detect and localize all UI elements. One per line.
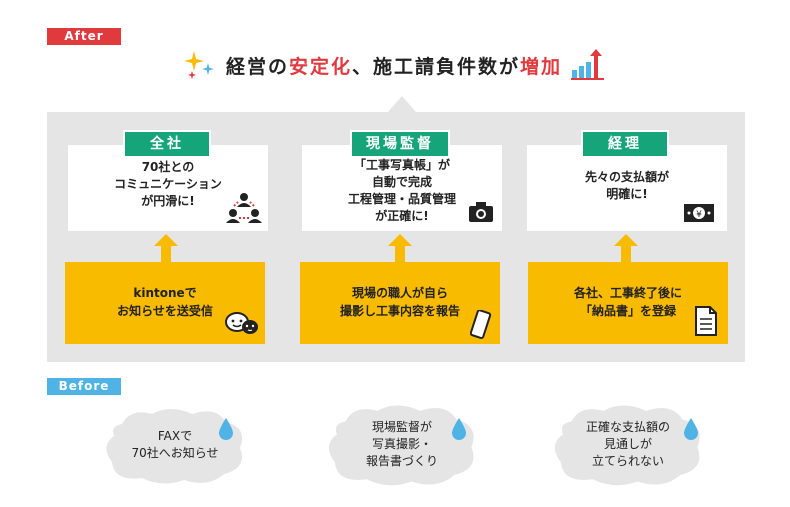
before-text-photo-report: 現場監督が 写真撮影・ 報告書づくり xyxy=(365,420,438,468)
action-text: 現場の職人が自ら 撮影し工事内容を報告 xyxy=(339,286,460,318)
cloud-shape xyxy=(106,409,243,484)
camera-icon xyxy=(469,202,493,222)
headline-text: 経営の安定化、施工請負件数が増加 xyxy=(225,55,563,78)
cloud-shape xyxy=(328,405,474,486)
after-tag: After xyxy=(47,28,121,45)
sparkle-icon xyxy=(183,51,214,79)
action-box-accounting: 各社、工事終了後に 「納品書」を登録 xyxy=(528,262,728,344)
action-text: 各社、工事終了後に 「納品書」を登録 xyxy=(573,286,682,318)
arrow-up-icon xyxy=(154,234,178,262)
headline: 経営の安定化、施工請負件数が増加 xyxy=(0,48,790,82)
result-box-all-company: 70社との コミュニケーション が円滑に! xyxy=(68,145,268,231)
growth-chart-icon xyxy=(571,49,605,80)
water-drop-icon xyxy=(452,418,466,440)
result-box-accounting: 先々の支払額が 明確に! ¥ xyxy=(527,145,727,231)
result-text: 「工事写真帳」が 自動で完成 工程管理・品質管理 が正確に! xyxy=(347,158,456,223)
before-text-payment: 正確な支払額の 見通しが 立てられない xyxy=(585,420,670,468)
arrow-up-icon xyxy=(614,234,638,262)
result-text: 先々の支払額が 明確に! xyxy=(584,170,669,201)
before-tag: Before xyxy=(47,378,121,395)
label-all-company: 全社 xyxy=(123,130,211,158)
people-network-icon xyxy=(226,193,262,223)
document-icon xyxy=(695,306,717,336)
action-text: kintoneで お知らせを送受信 xyxy=(117,286,213,318)
panel-notch xyxy=(388,96,416,112)
before-text-fax: FAXで 70社へお知らせ xyxy=(131,429,219,460)
action-box-site-supervisor: 現場の職人が自ら 撮影し工事内容を報告 xyxy=(300,262,500,344)
water-drop-icon xyxy=(219,418,233,440)
chat-bubbles-icon xyxy=(225,312,258,334)
result-box-site-supervisor: 「工事写真帳」が 自動で完成 工程管理・品質管理 が正確に! xyxy=(302,145,502,231)
label-site-supervisor: 現場監督 xyxy=(350,130,450,158)
result-text: 70社との コミュニケーション が円滑に! xyxy=(114,160,222,208)
arrow-up-icon xyxy=(388,234,412,262)
cloud-shape xyxy=(554,405,700,486)
after-panel: 70社との コミュニケーション が円滑に! 全社 kintoneで お知らせを送… xyxy=(47,112,745,362)
action-box-all-company: kintoneで お知らせを送受信 xyxy=(65,262,265,344)
banknote-icon: ¥ xyxy=(684,204,714,222)
svg-text:¥: ¥ xyxy=(696,210,702,220)
label-accounting: 経理 xyxy=(581,130,669,158)
smartphone-icon xyxy=(470,310,492,340)
water-drop-icon xyxy=(684,418,698,440)
